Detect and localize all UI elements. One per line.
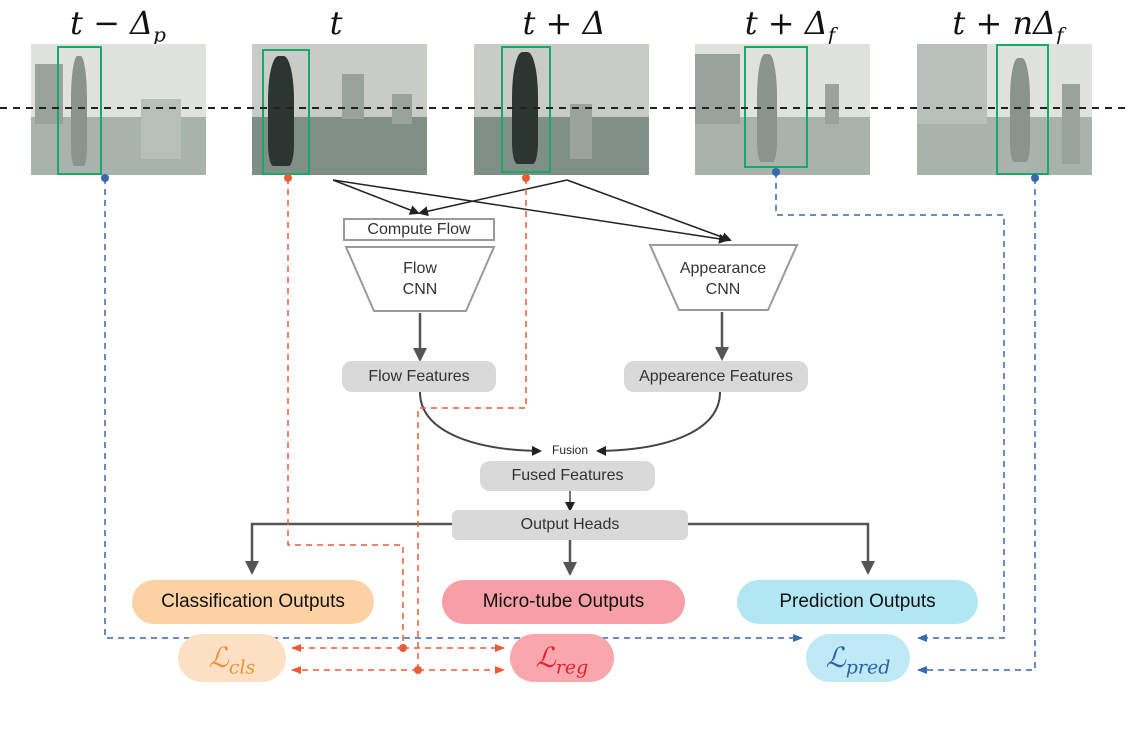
bounding-box xyxy=(996,44,1049,175)
red-dashed-frame-tdelta-path xyxy=(417,178,527,670)
bounding-box xyxy=(501,46,551,173)
appearance-cnn-label: Appearance CNN xyxy=(663,258,783,300)
video-frame-1 xyxy=(31,44,206,175)
flow-cnn-shape xyxy=(344,246,496,312)
microtube-outputs-box: Micro-tube Outputs xyxy=(442,580,685,624)
flow-cnn-line1: Flow xyxy=(403,260,437,277)
fused-features-label: Fused Features xyxy=(511,467,624,484)
fused-features-box: Fused Features xyxy=(480,461,655,491)
arrow-frame-t-to-flow xyxy=(332,179,420,215)
red-dashed-frame-t-path xyxy=(287,178,404,648)
arrow-frame-tdelta-to-flow xyxy=(418,179,568,217)
loss-reg-subscript: reg xyxy=(555,656,589,679)
classification-outputs-box: Classification Outputs xyxy=(132,580,374,624)
flow-cnn-label: Flow CNN xyxy=(370,258,470,300)
prediction-outputs-label: Prediction Outputs xyxy=(779,591,936,612)
fusion-label: Fusion xyxy=(551,443,589,457)
loss-reg-box: ℒreg xyxy=(510,634,614,682)
flow-cnn-line2: CNN xyxy=(402,281,438,298)
arrow-frame-tdelta-to-appearance xyxy=(566,179,732,242)
video-frame-5 xyxy=(917,44,1092,175)
appearance-cnn-shape xyxy=(648,244,799,311)
loss-pred-box: ℒpred xyxy=(806,634,910,682)
microtube-outputs-label: Micro-tube Outputs xyxy=(482,591,645,612)
flow-features-box: Flow Features xyxy=(342,361,496,392)
runner-figure xyxy=(268,56,294,166)
bounding-box xyxy=(262,49,310,175)
compute-flow-box: Compute Flow xyxy=(343,218,495,241)
frame-label-t: t xyxy=(329,4,343,42)
output-heads-box: Output Heads xyxy=(452,510,688,540)
blue-dashed-frame-4-path xyxy=(775,172,1005,642)
output-heads-label: Output Heads xyxy=(520,516,620,533)
arrow-heads-to-prediction xyxy=(688,522,875,575)
loss-cls-symbol: ℒ xyxy=(208,641,229,674)
loss-reg-symbol: ℒ xyxy=(535,641,556,674)
arrow-flowfeat-to-fusion xyxy=(419,391,542,456)
appearance-features-label: Appearence Features xyxy=(639,368,793,385)
arrow-frame-t-to-appearance xyxy=(332,179,729,244)
runner-figure xyxy=(1010,58,1030,162)
loss-cls-box: ℒcls xyxy=(178,634,286,682)
bounding-box xyxy=(57,46,102,175)
classification-outputs-label: Classification Outputs xyxy=(161,591,345,612)
runner-figure xyxy=(71,56,87,166)
arrow-heads-to-classification xyxy=(245,522,455,575)
flow-features-label: Flow Features xyxy=(368,368,470,385)
compute-flow-label: Compute Flow xyxy=(367,221,471,238)
frame-label-t-plus-n-delta-f: t + nΔf xyxy=(952,4,1064,47)
loss-cls-subscript: cls xyxy=(228,656,256,679)
video-frame-3 xyxy=(474,44,649,175)
loss-pred-subscript: pred xyxy=(845,656,891,679)
frame-label-t-minus-delta-p: t − Δp xyxy=(70,4,166,47)
appearance-cnn-line2: CNN xyxy=(705,281,741,298)
prediction-outputs-box: Prediction Outputs xyxy=(737,580,978,624)
appearance-cnn-line1: Appearance xyxy=(679,260,767,277)
loss-pred-symbol: ℒ xyxy=(825,641,846,674)
video-frame-2 xyxy=(252,44,427,175)
frame-label-t-plus-delta: t + Δ xyxy=(522,4,606,42)
frame-label-t-plus-delta-f: t + Δf xyxy=(744,4,836,47)
appearance-features-box: Appearence Features xyxy=(624,361,808,392)
arrow-appfeat-to-fusion xyxy=(596,391,721,456)
